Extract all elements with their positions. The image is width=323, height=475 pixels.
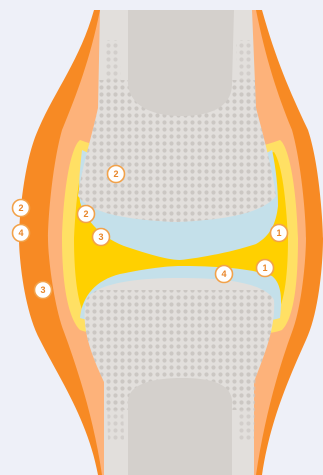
marker-label: 2 bbox=[83, 209, 88, 219]
marker[interactable]: 4 bbox=[13, 225, 30, 242]
marker-label: 2 bbox=[113, 169, 118, 179]
marker[interactable]: 4 bbox=[216, 266, 233, 283]
marker[interactable]: 1 bbox=[271, 225, 288, 242]
upper-bone-marrow-cavity bbox=[128, 10, 234, 116]
marker-label: 3 bbox=[98, 232, 103, 242]
marker[interactable]: 2 bbox=[13, 200, 30, 217]
marker-label: 3 bbox=[40, 285, 45, 295]
marker[interactable]: 3 bbox=[35, 282, 52, 299]
marker[interactable]: 3 bbox=[93, 229, 110, 246]
lower-bone-marrow-cavity bbox=[128, 378, 232, 475]
marker[interactable]: 1 bbox=[257, 260, 274, 277]
marker-label: 4 bbox=[18, 228, 23, 238]
marker[interactable]: 2 bbox=[78, 206, 95, 223]
marker-label: 2 bbox=[18, 203, 23, 213]
marker-label: 4 bbox=[221, 269, 226, 279]
marker-label: 1 bbox=[262, 263, 267, 273]
marker-label: 1 bbox=[276, 228, 281, 238]
marker[interactable]: 2 bbox=[108, 166, 125, 183]
